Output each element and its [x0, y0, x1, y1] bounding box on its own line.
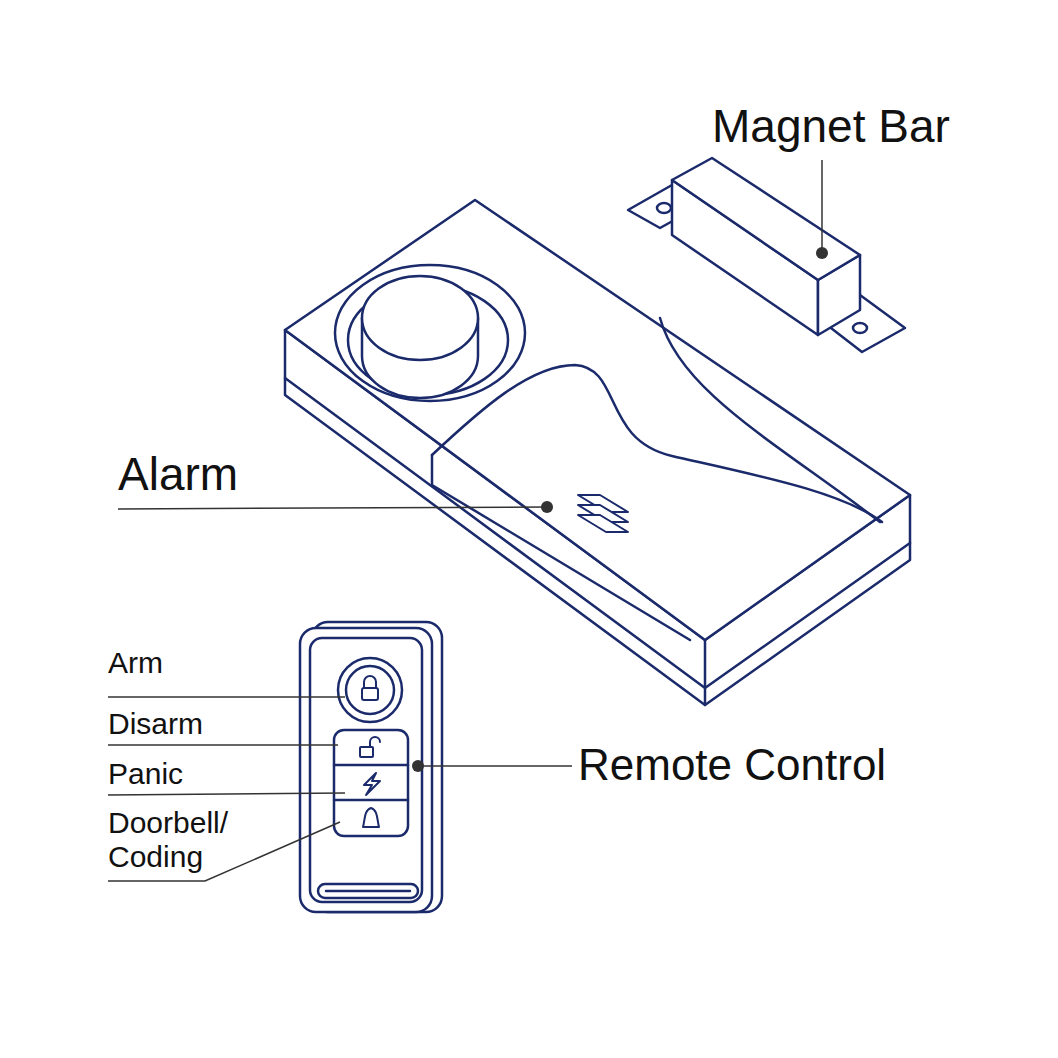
- lock-icon: [364, 676, 376, 688]
- part-label: Magnet Bar: [712, 100, 950, 153]
- unlock-icon: [370, 737, 380, 747]
- part-label: Arm: [108, 646, 163, 680]
- speaker-ring: [335, 265, 525, 401]
- magnet-hole: [657, 203, 671, 213]
- leader-line: [118, 507, 547, 509]
- alarm-edge: [704, 640, 707, 705]
- remote-slot: [318, 884, 418, 898]
- leader-dot: [541, 501, 553, 513]
- magnet-top: [672, 158, 860, 280]
- remote-slot-line: [326, 890, 410, 893]
- alarm-panel: [432, 365, 882, 522]
- leader-line: [418, 765, 572, 767]
- remote-rim: [310, 638, 422, 902]
- bell-icon: [363, 808, 379, 827]
- remote-body: [300, 628, 432, 912]
- arm-button: [338, 658, 402, 722]
- leader-dot: [816, 247, 828, 259]
- button-group: [334, 730, 408, 836]
- panic-icon: [364, 773, 380, 795]
- part-label: Remote Control: [578, 740, 886, 790]
- logo-chevrons: [578, 495, 628, 532]
- part-label: Disarm: [108, 707, 203, 741]
- button-divider: [334, 799, 408, 802]
- arm-button-inner: [346, 666, 394, 714]
- leader-dot: [412, 760, 424, 772]
- part-label: Doorbell/ Coding: [108, 806, 258, 874]
- alarm-back-curve: [660, 318, 880, 522]
- alarm-panel-edge: [432, 455, 690, 640]
- speaker-cap: [362, 276, 478, 360]
- lock-icon: [362, 688, 378, 700]
- part-label: Alarm: [118, 448, 238, 501]
- magnet-hole: [853, 323, 867, 333]
- button-divider: [334, 764, 408, 767]
- unlock-icon: [360, 747, 373, 757]
- leader-line: [108, 696, 345, 698]
- leader-line: [108, 744, 338, 746]
- leader-line: [108, 793, 345, 795]
- part-label: Panic: [108, 757, 183, 791]
- leader-line: [821, 160, 823, 253]
